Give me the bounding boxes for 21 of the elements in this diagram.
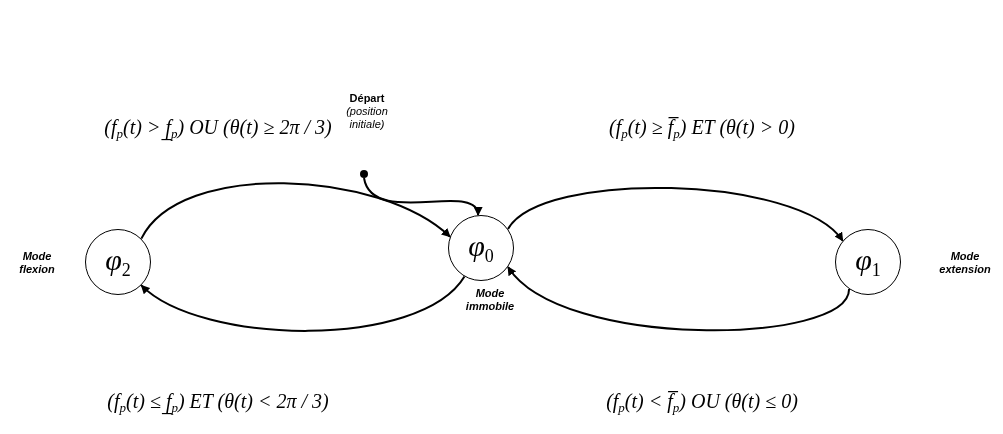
arrow — [363, 177, 481, 217]
arrow — [507, 265, 851, 332]
mode-label: Mode flexion — [18, 250, 56, 277]
arrow — [140, 182, 451, 240]
arrow — [140, 275, 466, 332]
start-label: Départ — [348, 92, 386, 106]
edge-label: (f$_{p}$(t) > f̲$_{p}$) OU (θ(t) ≥ 2π / 3) — [104, 116, 332, 142]
state-circle — [835, 229, 901, 295]
state-circle — [448, 215, 514, 281]
edge-label: (f$_{p}$(t) ≤ f̲$_{p}$) ET (θ(t) < 2π / 3) — [107, 390, 329, 416]
state-symbol: φ$_{2}$ — [105, 245, 131, 279]
edge-label: (f$_{p}$(t) ≥ f̅$_{p}$) ET (θ(t) > 0) — [609, 116, 795, 142]
state-symbol: φ$_{0}$ — [468, 231, 494, 265]
mode-label: Mode extension — [938, 250, 992, 277]
state-circle — [85, 229, 151, 295]
mode-label: Mode immobile — [465, 287, 515, 314]
edge-label: (f$_{p}$(t) < f̅$_{p}$) OU (θ(t) ≤ 0) — [606, 390, 798, 416]
start-note: (position initiale) — [345, 105, 389, 132]
state-symbol: φ$_{1}$ — [855, 245, 881, 279]
arrow — [507, 187, 844, 242]
start-dot — [360, 170, 368, 178]
